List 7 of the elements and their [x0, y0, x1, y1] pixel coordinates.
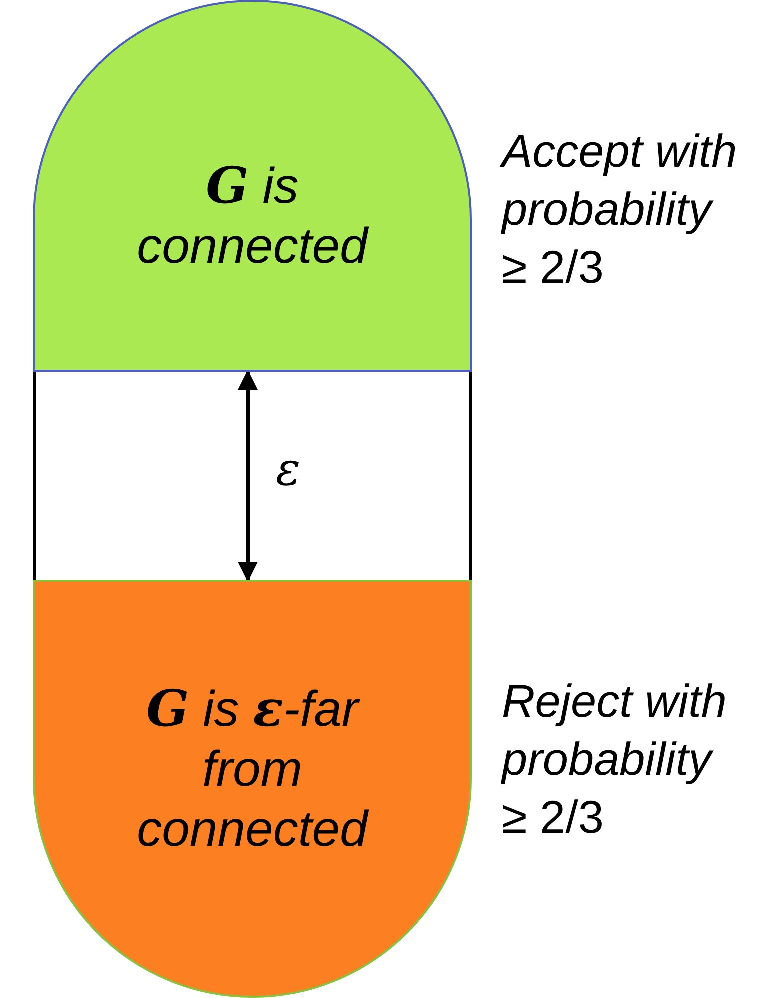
outcome-note: Reject with probability ≥ 2/3: [502, 674, 728, 845]
region-label: G is ε-far from connected: [136, 679, 370, 859]
outcome-note: Accept with probability ≥ 2/3: [502, 122, 745, 296]
region-label: G is connected: [136, 156, 370, 276]
connected-region: [33, 0, 472, 372]
double-arrow: [238, 370, 258, 582]
far-region: [33, 580, 472, 998]
